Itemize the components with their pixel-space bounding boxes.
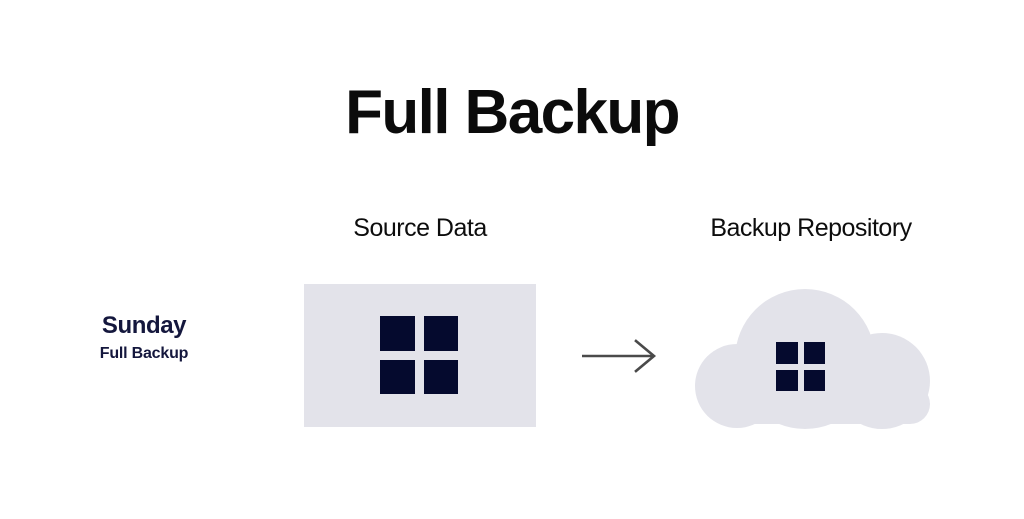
grid-cell (423, 316, 458, 351)
grid-cell (776, 342, 798, 364)
source-data-heading: Source Data (353, 214, 487, 242)
grid-2x2-icon (380, 316, 458, 394)
day-label: Sunday (101, 312, 187, 339)
grid-cell (380, 359, 415, 394)
grid-2x2-icon (776, 342, 825, 391)
grid-cell (803, 342, 825, 364)
backup-type-label: Full Backup (99, 344, 189, 362)
arrow-right-icon (582, 339, 657, 373)
grid-cell (380, 316, 415, 351)
source-data-block (304, 284, 536, 427)
grid-cell (423, 359, 458, 394)
grid-cell (776, 369, 798, 391)
backup-repository-heading: Backup Repository (710, 214, 912, 242)
schedule-row-label: Sunday Full Backup (24, 312, 264, 363)
page-title: Full Backup (345, 78, 680, 147)
grid-cell (803, 369, 825, 391)
